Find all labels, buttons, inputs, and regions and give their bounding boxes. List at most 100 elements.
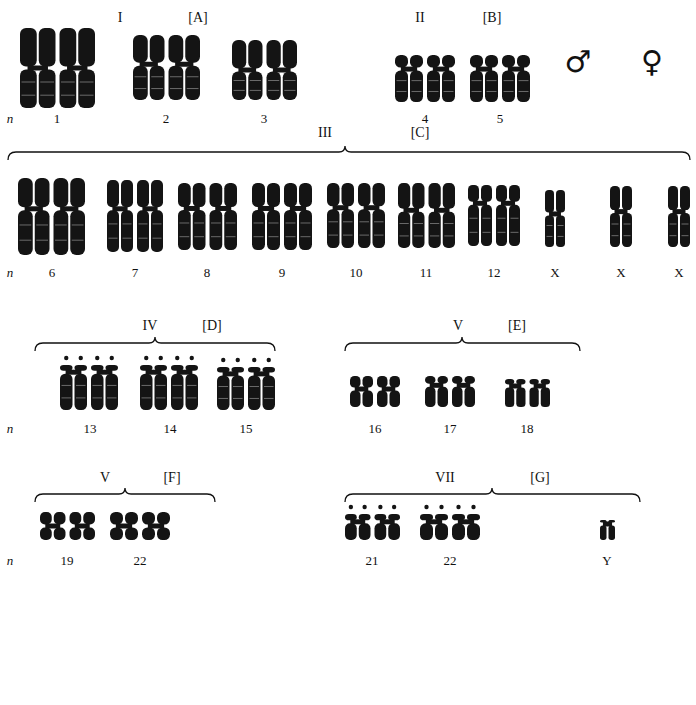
centromere: [148, 524, 164, 529]
chromatid-arm: [427, 71, 440, 102]
chromatid-arm: [425, 376, 436, 384]
chromosome-band: [470, 232, 478, 233]
chromatid-arm: [70, 178, 85, 207]
chromosome-pair: [140, 356, 198, 410]
satellite-dot: [175, 356, 179, 360]
chromosome-number: 22: [444, 554, 457, 567]
chromatid-arm: [248, 375, 261, 410]
chromosome-band: [109, 238, 118, 239]
chromosome-number: Y: [602, 554, 611, 567]
chromosome-band: [504, 91, 514, 92]
chromatid-arm: [516, 388, 525, 408]
centromere: [215, 206, 231, 211]
centromere: [603, 522, 612, 527]
chromatid-arm: [248, 40, 262, 69]
chromatid-arm: [171, 374, 184, 410]
chromatid-arm: [133, 66, 148, 100]
chromosome-band: [343, 221, 353, 222]
chromatid-arm: [327, 183, 340, 206]
chromatid-arm: [375, 523, 387, 540]
chromatid-arm: [545, 215, 554, 247]
chromosome-pair: [40, 512, 95, 540]
centromere: [75, 524, 90, 529]
chromatid-arm: [410, 71, 423, 102]
chromatid-arm: [224, 210, 237, 250]
chromatid-arm: [350, 391, 361, 407]
chromosome-band: [76, 397, 86, 398]
row-marker: n: [7, 112, 14, 125]
chromatid-arm: [470, 71, 483, 102]
group-label: [E]: [508, 319, 526, 333]
satellite-dot: [64, 356, 68, 360]
chromosome-band: [153, 238, 162, 239]
chromosome-band: [412, 80, 422, 81]
centromere: [273, 68, 291, 73]
satellite-dot: [221, 358, 225, 362]
chromosome-band: [135, 88, 147, 89]
centromere: [184, 206, 200, 211]
chromosome-pair: [425, 376, 475, 407]
chromosome-band: [444, 223, 453, 224]
chromosome-band: [343, 235, 353, 236]
group-label: V: [100, 471, 110, 485]
chromosome-band: [519, 80, 529, 81]
chromosome-pair: [232, 40, 297, 100]
centromere: [404, 208, 419, 213]
chromatid-arm: [106, 374, 119, 410]
satellite-dot: [392, 505, 396, 509]
centromere: [534, 384, 546, 389]
chromatid-arm: [485, 55, 498, 68]
group-label: [G]: [530, 471, 549, 485]
chromosome-band: [264, 386, 274, 387]
chromosome-band: [329, 235, 339, 236]
chromatid-arm: [530, 388, 539, 408]
chromosome-band: [286, 222, 296, 223]
chromatid-arm: [110, 512, 123, 525]
chromatid-arm: [610, 186, 620, 210]
centromere: [382, 387, 396, 392]
chromosome-band: [472, 91, 482, 92]
centromere: [615, 209, 628, 214]
chromatid-arm: [75, 374, 88, 410]
chromatid-arm: [151, 180, 163, 207]
chromosome-band: [374, 221, 384, 222]
chromosome-band: [93, 397, 103, 398]
chromosome-number: 6: [49, 266, 56, 279]
centromere: [66, 370, 82, 375]
chromatid-arm: [186, 374, 199, 410]
chromatid-arm: [70, 528, 82, 541]
chromosome-number: 18: [521, 422, 534, 435]
chromosome-band: [123, 223, 132, 224]
centromere: [254, 371, 270, 376]
chromatid-arm: [342, 209, 355, 248]
chromatid-arm: [252, 183, 265, 207]
chromosome-band: [670, 224, 677, 225]
chromosome-band: [250, 90, 261, 91]
centromere: [476, 67, 492, 72]
chromatid-arm: [137, 180, 149, 207]
centromere: [45, 524, 60, 529]
chromatid-arm: [395, 71, 408, 102]
chromatid-arm: [350, 376, 361, 388]
satellite-dot: [378, 505, 382, 509]
chromosome-band: [429, 80, 439, 81]
chromatid-arm: [185, 66, 200, 100]
chromatid-arm: [35, 210, 50, 255]
chromosome-number: 13: [84, 422, 97, 435]
chromosome-pair: [252, 183, 312, 250]
chromosome-band: [107, 385, 117, 386]
satellite-dot: [144, 356, 148, 360]
chromatid-arm: [169, 66, 184, 100]
group-label: I: [118, 11, 123, 25]
centromere: [177, 370, 193, 375]
chromosome-band: [36, 224, 48, 225]
chromosome-band: [151, 88, 163, 89]
chromatid-arm: [107, 210, 119, 252]
chromosome-band: [80, 95, 94, 96]
chromatid-arm: [429, 212, 441, 248]
chromatid-arm: [556, 215, 565, 247]
satellite-dot: [190, 356, 194, 360]
chromosome-band: [93, 385, 103, 386]
chromatid-arm: [435, 523, 448, 540]
